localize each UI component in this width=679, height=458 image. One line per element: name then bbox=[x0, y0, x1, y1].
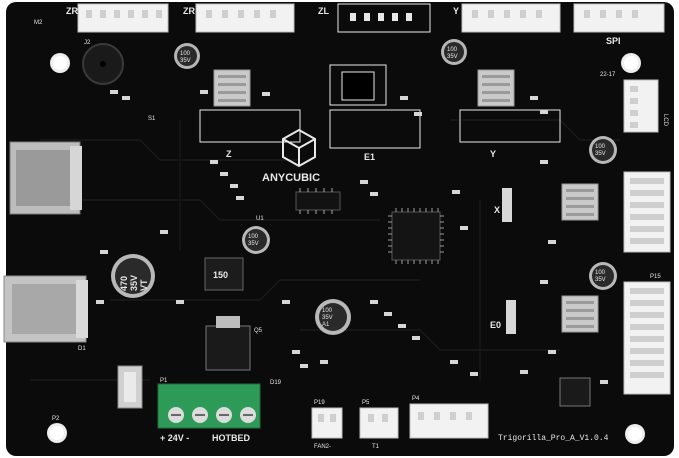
inductor bbox=[204, 257, 244, 291]
label-d1: D1 bbox=[78, 346, 86, 352]
cap-main-volt: 35V bbox=[129, 275, 139, 291]
capacitor-main bbox=[111, 254, 155, 298]
label-p15: P15 bbox=[650, 274, 661, 280]
label-hotbed: HOTBED bbox=[212, 433, 251, 443]
fuse bbox=[117, 365, 143, 409]
label-t1: T1 bbox=[372, 444, 380, 450]
label-driver-x: X bbox=[494, 205, 500, 215]
connector-p4 bbox=[409, 403, 489, 439]
cap-top1-value: 100 bbox=[180, 51, 191, 57]
capacitor-top-left bbox=[174, 43, 200, 69]
connector-y bbox=[461, 3, 561, 33]
label-p4: P4 bbox=[412, 396, 420, 402]
label-p1: P1 bbox=[160, 378, 168, 384]
label-p2: P2 bbox=[52, 416, 60, 422]
connector-fan2 bbox=[311, 407, 343, 439]
label-d19: D19 bbox=[270, 380, 282, 386]
power-terminal-block bbox=[157, 383, 261, 429]
cap-low-volt: 35V bbox=[322, 315, 333, 321]
cap-main-series: VT bbox=[139, 279, 149, 291]
bottom-connectors bbox=[311, 403, 489, 439]
label-zl: ZL bbox=[318, 6, 329, 16]
label-spi: SPI bbox=[606, 36, 621, 46]
heatsink-y bbox=[477, 69, 515, 107]
connector-t1 bbox=[359, 407, 399, 439]
connector-zr2 bbox=[195, 3, 295, 33]
sd-card-slot bbox=[9, 141, 82, 215]
label-y-top: Y bbox=[453, 6, 459, 16]
label-s1: S1 bbox=[148, 116, 156, 122]
right-header-lower bbox=[623, 281, 671, 395]
label-power: + 24V - bbox=[160, 433, 189, 443]
capacitor-right-1 bbox=[589, 136, 617, 164]
label-q5: Q5 bbox=[254, 328, 263, 334]
label-zr-mid: ZR bbox=[183, 6, 195, 16]
smd-components bbox=[96, 90, 608, 384]
top-connectors bbox=[77, 3, 665, 33]
cap-right2-value: 100 bbox=[595, 270, 606, 276]
inductor-value: 150 bbox=[213, 270, 228, 280]
label-p19: P19 bbox=[314, 400, 325, 406]
cap-low-series: A1 bbox=[322, 322, 330, 328]
lcd-connector bbox=[623, 79, 659, 133]
cap-low-value: 100 bbox=[322, 308, 333, 314]
heatsink-e0 bbox=[561, 295, 599, 333]
driver-outlines bbox=[199, 64, 561, 149]
cap-top1-volt: 35V bbox=[180, 58, 191, 64]
capacitor-low bbox=[315, 299, 351, 335]
jumper-headers bbox=[502, 188, 516, 334]
cap-mid-value: 100 bbox=[248, 234, 259, 240]
mounting-holes bbox=[47, 53, 645, 444]
usb-b-port bbox=[3, 275, 88, 343]
cap-top2-volt: 35V bbox=[447, 54, 458, 60]
mcu-chip bbox=[388, 208, 444, 264]
capacitor-mid bbox=[242, 226, 270, 254]
heatsink-x bbox=[561, 183, 599, 221]
label-lcd: LCD bbox=[662, 114, 668, 127]
cap-right1-volt: 35V bbox=[595, 151, 606, 157]
label-driver-e1: E1 bbox=[364, 152, 375, 162]
right-header-upper bbox=[623, 171, 671, 253]
capacitor-top-right bbox=[441, 39, 467, 65]
cap-main-value: 470 bbox=[119, 276, 129, 291]
brand-text: ANYCUBIC bbox=[262, 172, 320, 184]
label-driver-z: Z bbox=[226, 149, 232, 159]
model-text: Trigorilla_Pro_A_V1.0.4 bbox=[498, 434, 609, 443]
label-driver-e0: E0 bbox=[490, 320, 501, 330]
label-driver-y: Y bbox=[490, 149, 496, 159]
pcb-board bbox=[6, 2, 674, 456]
label-u1: U1 bbox=[256, 216, 264, 222]
capacitor-right-2 bbox=[589, 262, 617, 290]
soic-chip bbox=[295, 188, 341, 214]
label-p5: P5 bbox=[362, 400, 370, 406]
cap-mid-volt: 35V bbox=[248, 241, 259, 247]
label-j2: J2 bbox=[84, 40, 91, 46]
label-m2: M2 bbox=[34, 20, 43, 26]
cap-right2-volt: 35V bbox=[595, 277, 606, 283]
mosfet bbox=[205, 316, 251, 371]
regulator bbox=[559, 377, 591, 407]
heatsink-z bbox=[213, 69, 251, 107]
connector-zr1 bbox=[77, 3, 169, 33]
cap-right1-value: 100 bbox=[595, 144, 606, 150]
anycubic-logo-cube bbox=[282, 128, 316, 168]
label-zr-left: ZR bbox=[66, 6, 78, 16]
cap-top2-value: 100 bbox=[447, 47, 458, 53]
date-code: 22-17 bbox=[600, 72, 616, 78]
label-fan2: FAN2- bbox=[314, 444, 331, 450]
chip-e1-driver bbox=[341, 71, 375, 101]
